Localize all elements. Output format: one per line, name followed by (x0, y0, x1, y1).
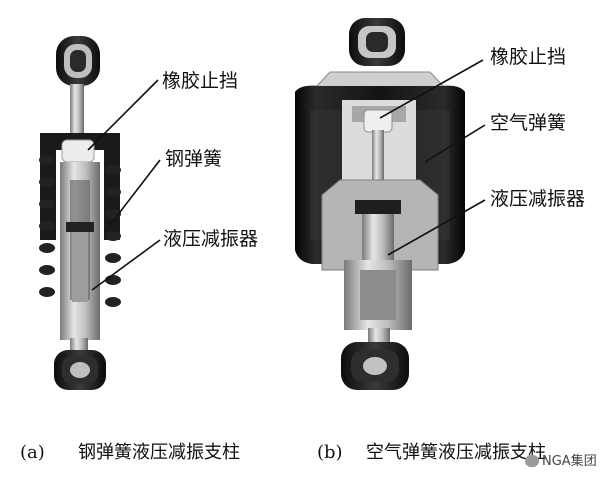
leader-b-damper (387, 199, 486, 256)
strut-b (295, 18, 465, 390)
strut-a (39, 36, 121, 390)
strut-a-rubber-stop (61, 139, 95, 163)
leader-lines (87, 59, 486, 291)
strut-a-piston-rod (70, 84, 84, 140)
label-b-air-spring: 空气弹簧 (490, 112, 567, 134)
leader-a-damper (91, 239, 161, 291)
leader-a-steel-spring (109, 159, 161, 226)
caption-b-marker: (b) (317, 442, 343, 463)
caption-a-marker: (a) (20, 442, 45, 463)
caption-a-text: 钢弹簧液压减振支柱 (78, 442, 240, 463)
leader-a-rubber-stop (87, 79, 159, 151)
strut-a-steel-spring (39, 155, 121, 307)
label-b-rubber-stop: 橡胶止挡 (490, 46, 567, 68)
label-b-hydraulic-damper: 液压减振器 (490, 188, 586, 210)
leader-b-air-spring (424, 124, 486, 163)
strut-b-top-plate (313, 71, 447, 89)
leader-b-rubber-stop (379, 59, 484, 119)
label-a-steel-spring: 钢弹簧 (165, 148, 223, 170)
caption-b-text: 空气弹簧液压减振支柱 (366, 442, 546, 463)
wechat-icon (525, 455, 539, 467)
watermark-text: NGA集团 (542, 454, 597, 469)
watermark: NGA集团 (525, 455, 597, 468)
label-a-rubber-stop: 橡胶止挡 (162, 70, 239, 92)
label-a-hydraulic-damper: 液压减振器 (163, 228, 259, 250)
